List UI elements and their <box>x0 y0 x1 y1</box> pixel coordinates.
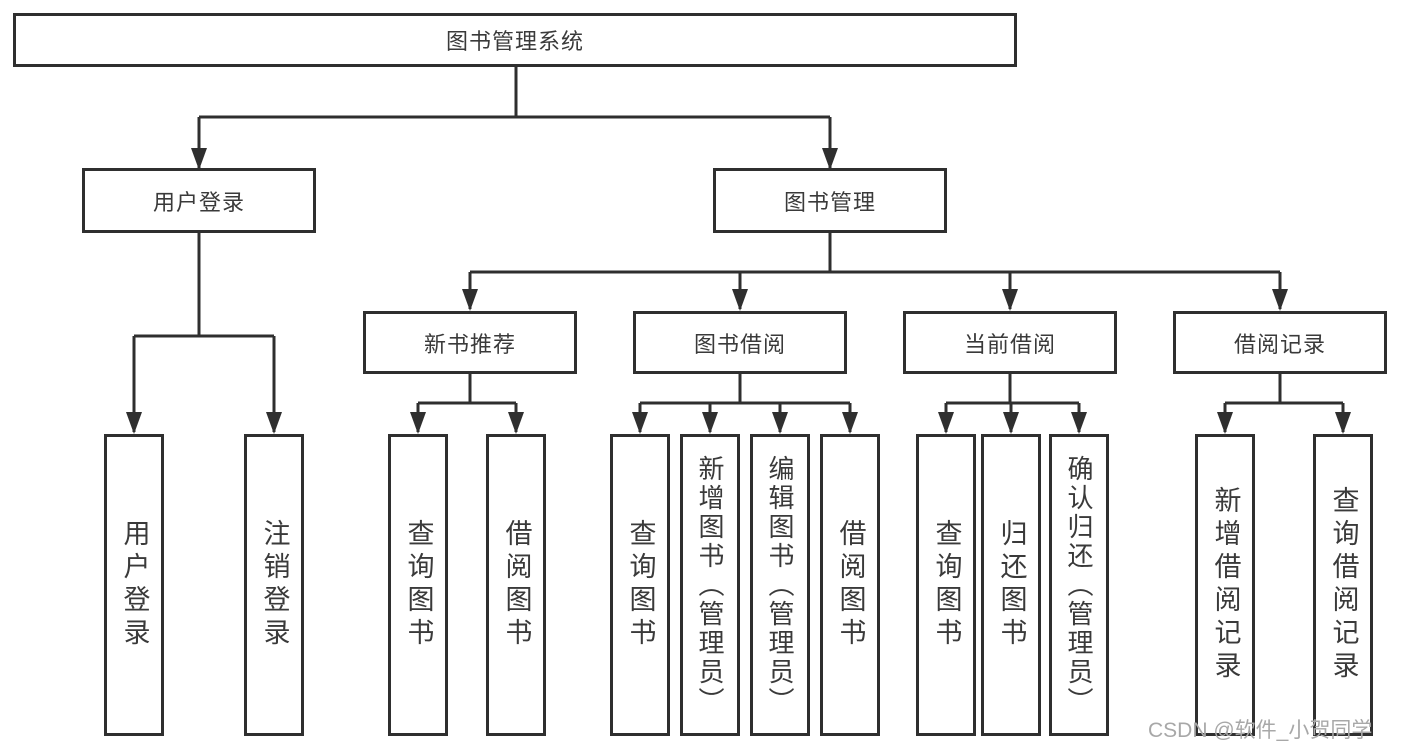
leaf-add-borrow-record: 新增借阅记录 <box>1195 434 1255 736</box>
leaf-query-books-current: 查询图书 <box>916 434 976 736</box>
leaf-query-borrow-record: 查询借阅记录 <box>1313 434 1373 736</box>
connector-borrowing-records-children <box>1223 373 1345 432</box>
leaf-confirm-return-admin: 确认归还（管理员） <box>1049 434 1109 736</box>
node-label: 查询图书 <box>931 519 962 651</box>
leaf-add-book-admin: 新增图书（管理员） <box>680 434 740 736</box>
node-root: 图书管理系统 <box>13 13 1017 67</box>
connector-new-book-recommend-children <box>416 373 518 432</box>
leaf-return-books: 归还图书 <box>981 434 1041 736</box>
csdn-watermark: CSDN @软件_小贺同学 <box>1148 719 1373 742</box>
node-label: 图书借阅 <box>693 331 786 357</box>
connector-book-management-children <box>468 232 1282 309</box>
leaf-user-login: 用户登录 <box>104 434 164 736</box>
node-label: 用户登录 <box>119 519 150 651</box>
node-label: 新书推荐 <box>423 331 516 357</box>
leaf-logout: 注销登录 <box>244 434 304 736</box>
node-label: 注销登录 <box>259 519 290 651</box>
node-label: 新增借阅记录 <box>1210 486 1241 684</box>
leaf-query-books-recommend: 查询图书 <box>388 434 448 736</box>
arrow-down-icon <box>732 289 748 311</box>
leaf-query-books-borrowing: 查询图书 <box>610 434 670 736</box>
arrowheads <box>126 148 1351 434</box>
node-label: 图书管理 <box>783 189 876 215</box>
node-book-management: 图书管理 <box>713 168 947 233</box>
node-label: 查询图书 <box>625 519 656 651</box>
leaf-borrow-books-borrowing: 借阅图书 <box>820 434 880 736</box>
node-book-borrowing: 图书借阅 <box>633 311 847 374</box>
node-label: 新增图书（管理员） <box>695 454 725 716</box>
node-label: 借阅图书 <box>501 519 532 651</box>
arrow-down-icon <box>1003 412 1019 434</box>
arrow-down-icon <box>938 412 954 434</box>
node-label: 用户登录 <box>152 189 245 215</box>
node-borrowing-records: 借阅记录 <box>1173 311 1387 374</box>
connector-user-login-children <box>132 232 276 432</box>
arrow-down-icon <box>1217 412 1233 434</box>
node-label: 查询图书 <box>403 519 434 651</box>
arrow-down-icon <box>702 412 718 434</box>
arrow-down-icon <box>632 412 648 434</box>
arrow-down-icon <box>842 412 858 434</box>
arrow-down-icon <box>462 289 478 311</box>
node-new-book-recommend: 新书推荐 <box>363 311 577 374</box>
arrow-down-icon <box>822 148 838 170</box>
arrow-down-icon <box>1335 412 1351 434</box>
node-label: 归还图书 <box>996 519 1027 651</box>
node-label: 图书管理系统 <box>445 29 584 54</box>
connector-book-borrowing-children <box>638 373 852 432</box>
node-label: 当前借阅 <box>963 331 1056 357</box>
node-current-borrowing: 当前借阅 <box>903 311 1117 374</box>
arrow-down-icon <box>126 412 142 434</box>
arrow-down-icon <box>508 412 524 434</box>
leaf-borrow-books-recommend: 借阅图书 <box>486 434 546 736</box>
arrow-down-icon <box>1071 412 1087 434</box>
connector-root-to-level2 <box>197 66 832 168</box>
arrow-down-icon <box>191 148 207 170</box>
leaf-edit-book-admin: 编辑图书（管理员） <box>750 434 810 736</box>
node-user-login: 用户登录 <box>82 168 316 233</box>
arrow-down-icon <box>266 412 282 434</box>
arrow-down-icon <box>772 412 788 434</box>
node-label: 确认归还（管理员） <box>1064 454 1094 716</box>
node-label: 借阅记录 <box>1233 331 1326 357</box>
node-label: 编辑图书（管理员） <box>765 454 795 716</box>
node-label: 查询借阅记录 <box>1328 486 1359 684</box>
node-label: 借阅图书 <box>835 519 866 651</box>
arrow-down-icon <box>1002 289 1018 311</box>
arrow-down-icon <box>410 412 426 434</box>
arrow-down-icon <box>1272 289 1288 311</box>
